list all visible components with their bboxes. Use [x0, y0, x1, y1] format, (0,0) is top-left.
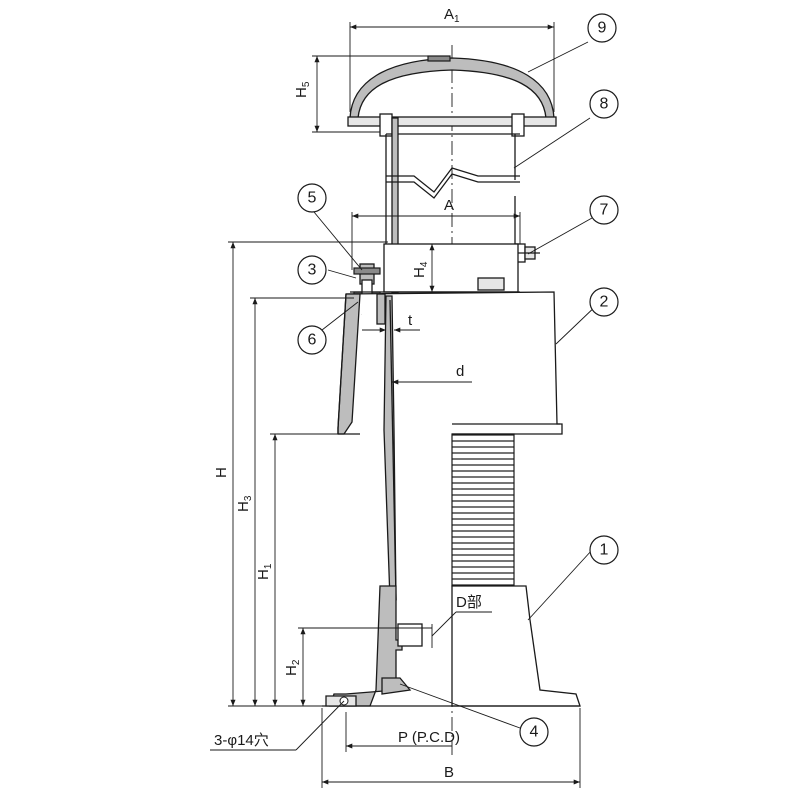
side-bolt: [514, 243, 540, 263]
label-a1: A1: [444, 6, 460, 25]
svg-text:H5: H5: [293, 81, 312, 98]
svg-text:H4: H4: [411, 261, 430, 278]
svg-text:2: 2: [600, 294, 609, 311]
svg-text:6: 6: [308, 332, 317, 349]
leader-5: [313, 211, 363, 271]
label-h3: H3: [235, 495, 254, 512]
callout-7: 7: [589, 195, 619, 225]
svg-text:9: 9: [598, 20, 607, 37]
dim-h1: [270, 433, 340, 706]
dim-a1: [349, 22, 555, 112]
label-a: A: [444, 197, 454, 214]
leader-6: [321, 301, 359, 331]
label-holes: 3-φ14穴: [214, 732, 269, 749]
callout-3: 3: [297, 255, 327, 285]
leader-1: [527, 549, 593, 621]
leader-3: [327, 269, 357, 279]
dim-b: [321, 708, 581, 788]
callout-5: 5: [297, 183, 327, 213]
svg-text:H2: H2: [283, 659, 302, 676]
leader-9: [527, 41, 589, 73]
leader-8: [513, 117, 591, 169]
base-part: [322, 585, 581, 707]
body-shell: [337, 291, 563, 435]
leader-4: [399, 683, 521, 729]
label-b: B: [444, 764, 454, 781]
svg-text:8: 8: [600, 96, 609, 113]
svg-text:1: 1: [600, 542, 609, 559]
svg-text:4: 4: [530, 724, 539, 741]
svg-text:3: 3: [308, 262, 317, 279]
upper-pipe: [385, 117, 520, 294]
callout-6: 6: [297, 325, 327, 355]
svg-text:5: 5: [308, 190, 317, 207]
leader-7: [527, 217, 593, 255]
label-h1: H1: [255, 563, 274, 580]
svg-text:7: 7: [600, 202, 609, 219]
callout-9: 9: [587, 13, 617, 43]
label-t: t: [408, 312, 413, 329]
dim-a: [351, 212, 521, 270]
dim-p: [345, 712, 452, 752]
label-d-part: D部: [456, 594, 482, 611]
coupling-assembly: [350, 243, 520, 315]
callout-8: 8: [589, 89, 619, 119]
label-h: H: [213, 467, 230, 478]
label-p: P (P.C.D): [398, 729, 460, 746]
dim-h: [228, 241, 388, 707]
label-h2: H2: [283, 659, 302, 676]
callout-2: 2: [589, 287, 619, 317]
dim-d-part: [431, 611, 492, 648]
callout-1: 1: [589, 535, 619, 565]
label-h5: H5: [293, 81, 312, 98]
dim-h3: [250, 297, 354, 706]
dim-h2: [298, 627, 432, 706]
dim-h5: [312, 55, 440, 133]
svg-text:H1: H1: [255, 563, 274, 580]
label-d: d: [456, 363, 464, 380]
svg-text:H3: H3: [235, 495, 254, 512]
thread-section: [451, 433, 515, 587]
label-h4: H4: [411, 261, 430, 278]
cap-part: [347, 55, 557, 137]
callout-4: 4: [519, 717, 549, 747]
holes-leader: [210, 700, 345, 751]
svg-text:H: H: [213, 467, 230, 478]
